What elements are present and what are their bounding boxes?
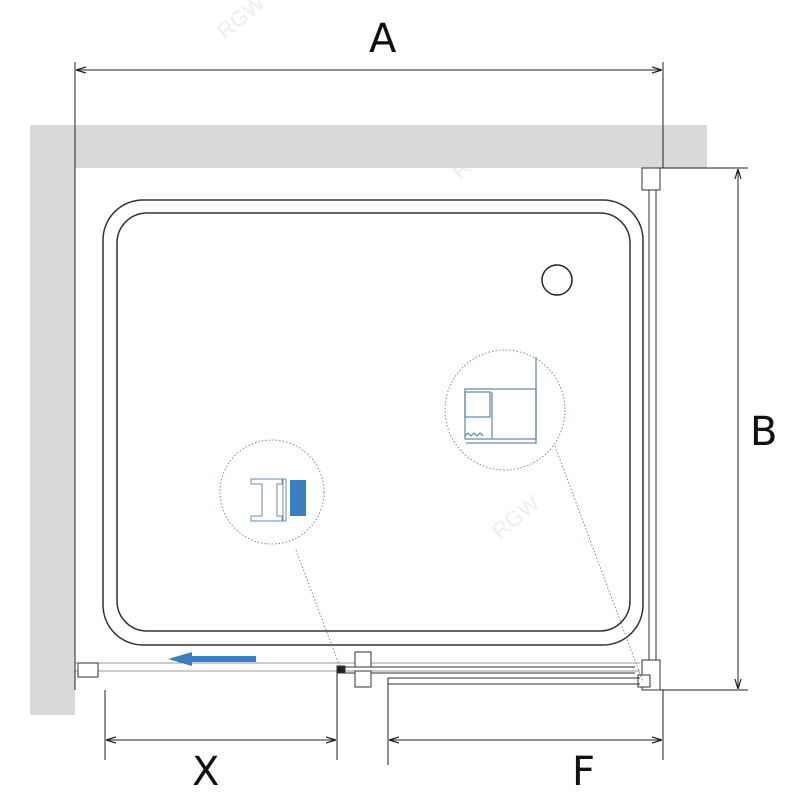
dimension-b-label: B: [750, 409, 777, 455]
sliding-door-rails: [75, 651, 640, 688]
dimension-x: [104, 672, 338, 760]
shower-tray-outer: [102, 199, 644, 646]
detail-callout-wall-profile: [444, 349, 644, 683]
dimension-b: [660, 167, 748, 691]
back-wall: [30, 125, 707, 168]
svg-text:RGW: RGW: [212, 0, 269, 44]
sliding-direction-arrow-icon: [168, 652, 256, 666]
dimension-a-label: A: [369, 16, 397, 62]
side-wall: [30, 125, 75, 715]
dimension-x-label: X: [192, 749, 219, 795]
svg-text:RGW: RGW: [487, 490, 544, 544]
dimension-f: [387, 678, 664, 765]
detail-callout-door-profile: [219, 439, 341, 668]
dimension-a: [74, 62, 664, 690]
fixed-glass-panel: [637, 167, 661, 691]
shower-tray-inner: [116, 212, 631, 632]
dimension-f-label: F: [572, 749, 595, 795]
drain-icon: [541, 264, 573, 296]
